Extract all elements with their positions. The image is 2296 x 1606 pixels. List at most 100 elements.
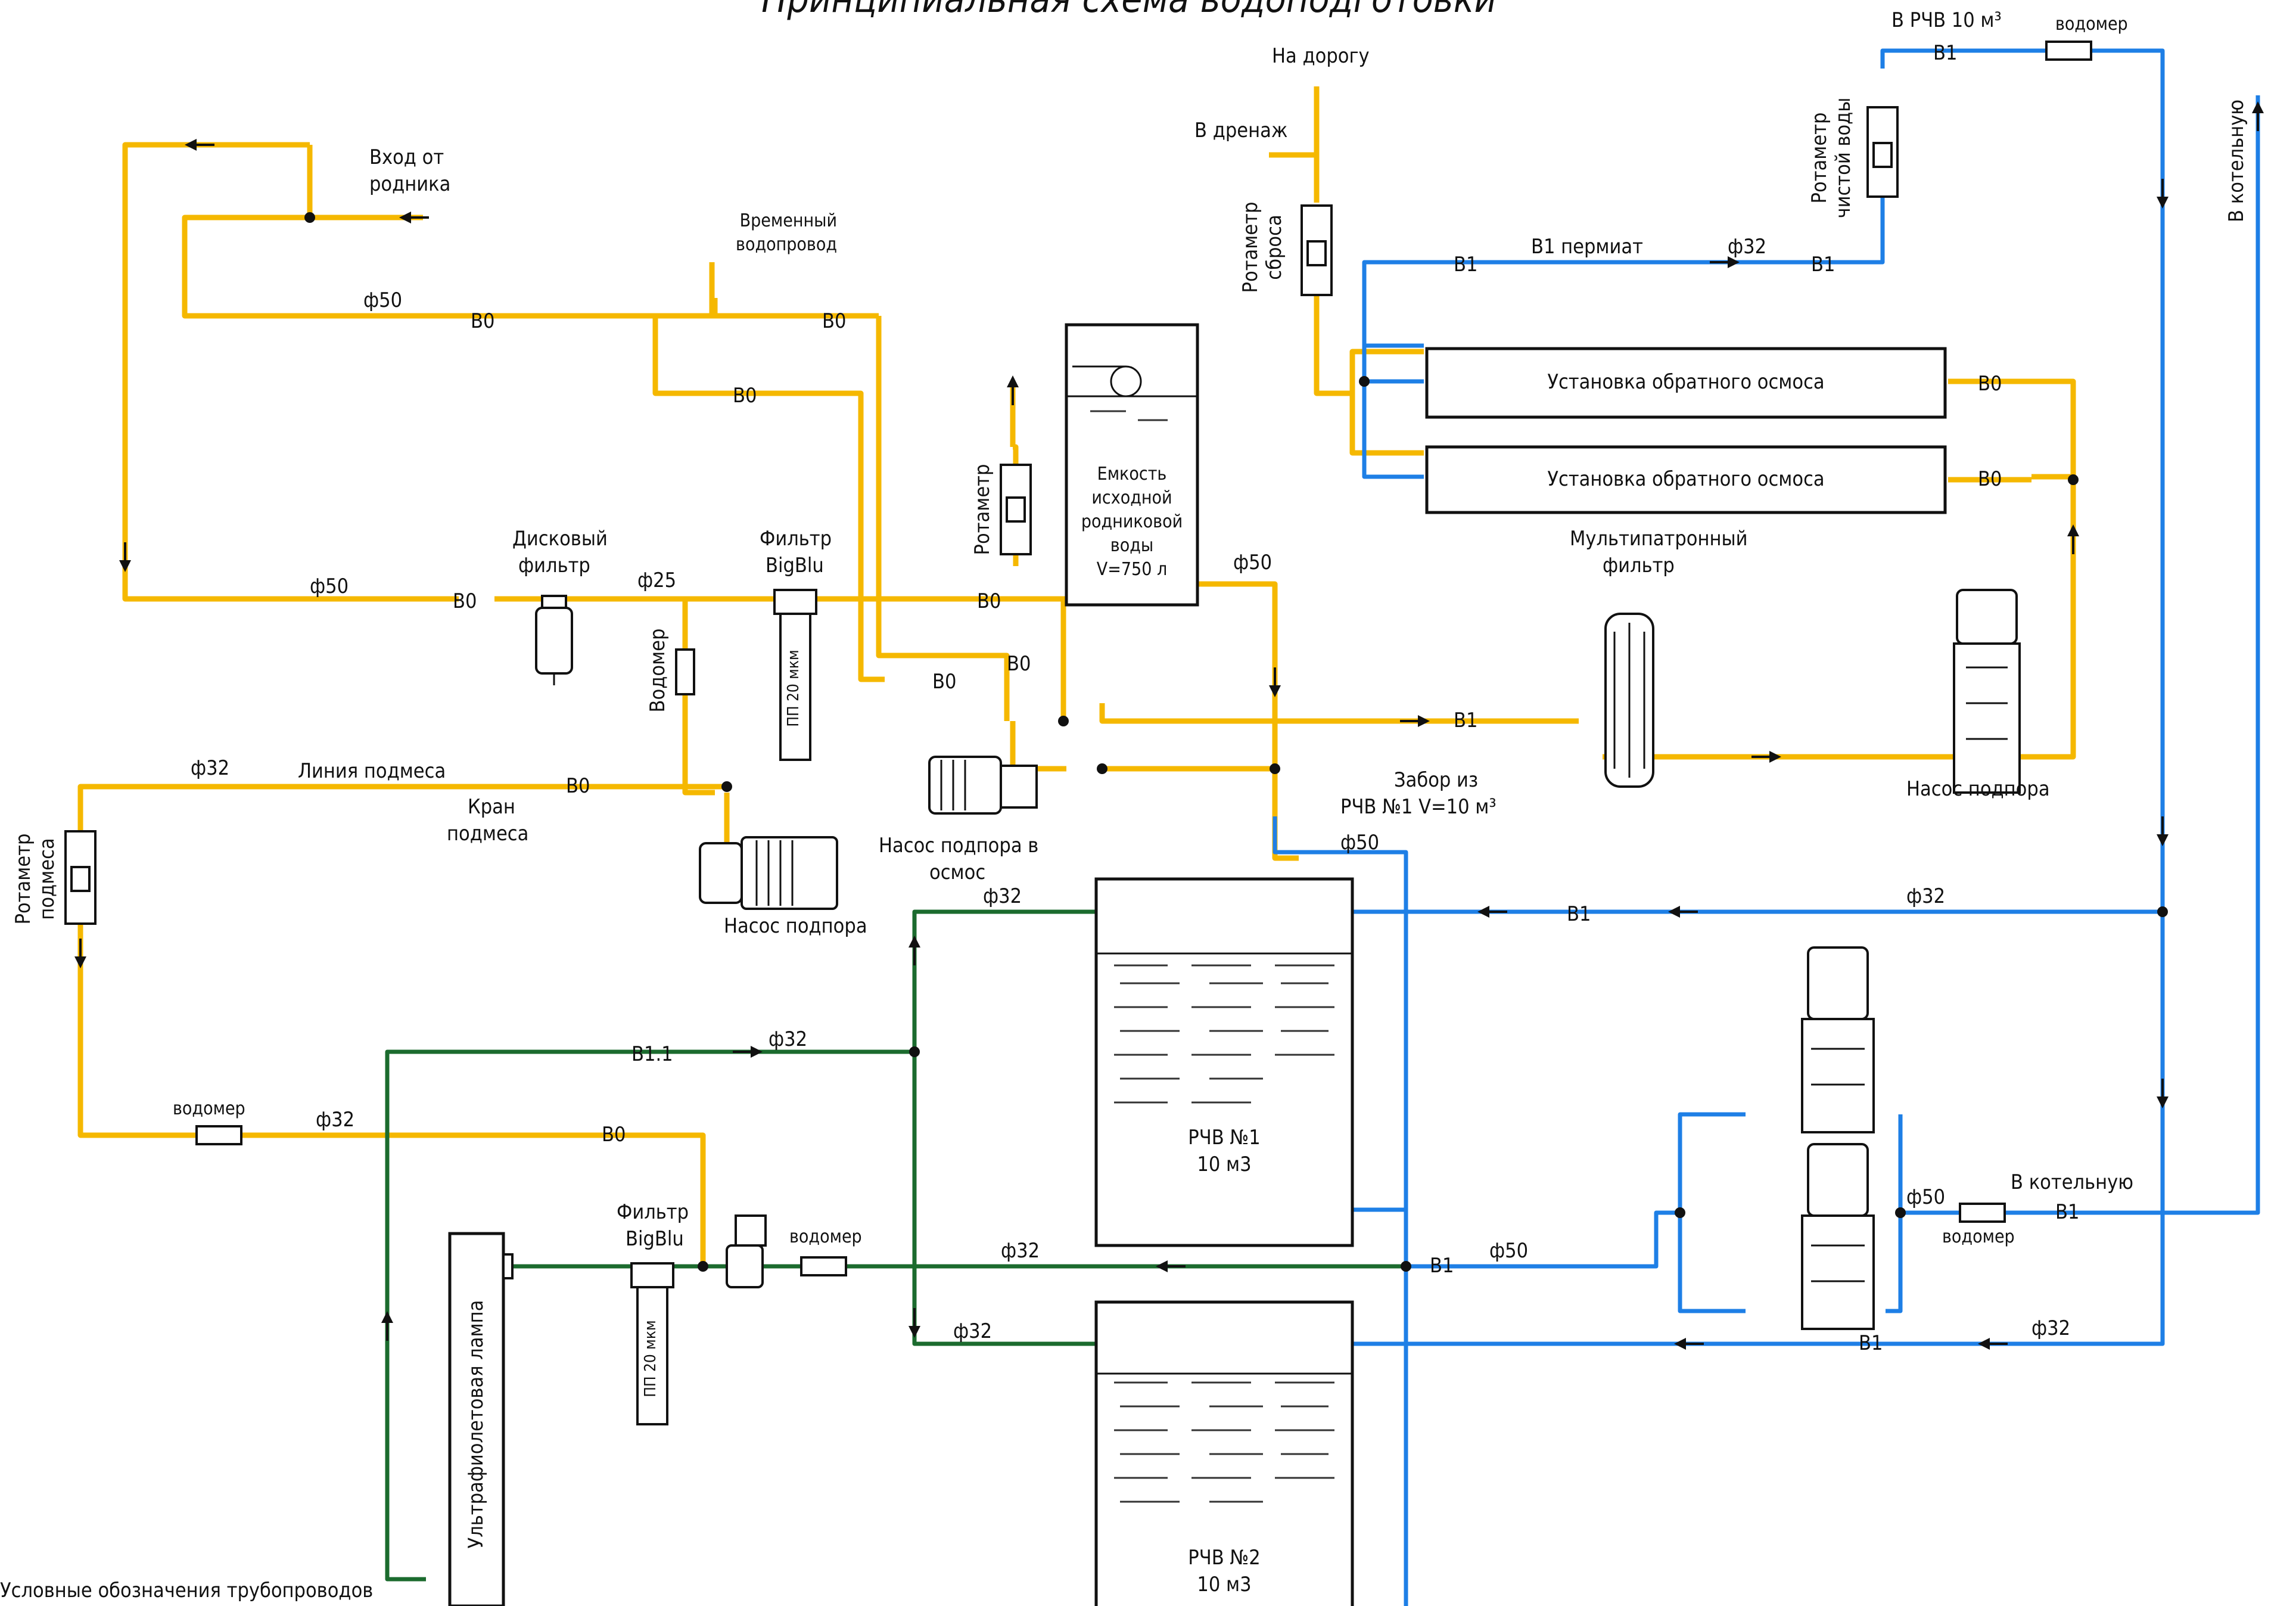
code-b0-c: В0: [733, 384, 757, 408]
diam-d25: ф25: [637, 569, 676, 592]
rot-clean-label-1: Ротаметр: [1807, 113, 1831, 204]
labels: Вход от родника Временный водопровод На …: [0, 8, 2248, 1602]
code-b1-b: В1: [1811, 253, 1835, 277]
diam-d32-g: ф32: [1001, 1239, 1040, 1263]
code-b0-i: В0: [602, 1123, 626, 1147]
ro-unit-1-label: Установка обратного осмоса: [1547, 370, 1824, 394]
diam-d32-a: ф32: [1728, 235, 1766, 259]
cartridge-label-top: ПП 20 мкм: [785, 650, 802, 726]
code-b1-d: В1: [1454, 709, 1477, 732]
rchv2-label-1: РЧВ №2: [1188, 1546, 1260, 1570]
diam-d32-e: ф32: [769, 1027, 807, 1051]
source-label-2: родника: [369, 172, 450, 196]
disc-filter-label-1: Дисковый: [512, 527, 608, 551]
source-label-1: Вход от: [369, 145, 444, 169]
rot-mix-label-2: подмеса: [35, 838, 59, 920]
code-b0-h: В0: [566, 774, 590, 798]
disc-filter-label-2: фильтр: [518, 554, 590, 577]
rchv1-label-2: 10 м3: [1197, 1153, 1251, 1176]
temp-supply-label-1: Временный: [740, 210, 837, 231]
code-b1-a: В1: [1454, 253, 1477, 277]
bigblu-filter-bottom: ПП 20 мкм: [630, 1262, 674, 1425]
permeate-label: В1 пермиат: [1531, 235, 1643, 259]
rchv-tanks: РЧВ №1 10 м3 РЧВ №2 10 м3: [1094, 877, 1354, 1606]
diam-d50-a: ф50: [363, 288, 402, 312]
temp-supply-label-2: водопровод: [736, 234, 837, 255]
code-b0-d: В0: [453, 589, 477, 613]
code-b1-h: В1: [1859, 1331, 1883, 1355]
diam-d50-b: ф50: [310, 574, 349, 598]
diam-d32-f: ф32: [316, 1108, 354, 1132]
legend-title: Условные обозначения трубопроводов: [0, 1579, 373, 1602]
diam-d50-e: ф50: [1906, 1185, 1945, 1209]
bigblu-bottom-label-2: BigBlu: [626, 1227, 684, 1251]
rot-drop-label-1: Ротаметр: [1239, 202, 1262, 293]
tank-label-2: исходной: [1091, 487, 1172, 508]
reverse-osmosis-units: Установка обратного осмоса Установка обр…: [1425, 347, 1947, 514]
pumps: [699, 589, 2021, 1330]
diam-d32-b: ф32: [191, 756, 229, 780]
source-water-tank: Емкость исходной родниковой воды V=750 л: [1065, 323, 1199, 607]
mix-valve-label-2: подмеса: [447, 822, 528, 846]
to-boiler-label: В котельную: [2011, 1170, 2133, 1194]
meter-label-boiler: водомер: [1942, 1226, 2015, 1247]
code-b0-k: В0: [1978, 467, 2002, 491]
code-b0-a: В0: [471, 309, 494, 333]
multi-cartridge-filter: [1604, 613, 1654, 788]
drain-label: В дренаж: [1194, 119, 1287, 142]
cartridge-label-bottom: ПП 20 мкм: [642, 1320, 659, 1397]
diam-d50-d: ф50: [1489, 1239, 1528, 1263]
diam-d32-i: ф32: [2031, 1316, 2070, 1340]
tank-label-4: воды: [1110, 535, 1153, 556]
vodomer-vertical-label: Водомер: [646, 629, 670, 713]
tank-label-5: V=750 л: [1097, 559, 1167, 580]
code-b1-g: В1: [2055, 1200, 2079, 1224]
meter-label-mix: водомер: [173, 1098, 245, 1119]
road-label: На дорогу: [1272, 44, 1370, 68]
code-b1-e: В1: [1567, 902, 1591, 926]
bigblu-top-label-1: Фильтр: [760, 527, 832, 551]
rot-clean-label-2: чистой воды: [1831, 98, 1855, 219]
mix-valve-label-1: Кран: [468, 795, 515, 819]
intake-label-1: Забор из: [1394, 768, 1478, 792]
mix-line-label: Линия подмеса: [298, 759, 446, 783]
booster-pump-left-label: Насос подпора: [724, 914, 867, 938]
uv-lamp-label: Ультрафиолетовая лампа: [464, 1300, 488, 1549]
osmosis-pump-label-2: осмос: [929, 861, 985, 884]
uv-lamp: Ультрафиолетовая лампа: [448, 1232, 514, 1606]
code-b11: В1.1: [631, 1042, 673, 1066]
rot-mix-label-1: Ротаметр: [11, 834, 35, 925]
scheme-title: Принципиальная схема водоподготовки: [761, 0, 1497, 21]
diam-d32-c: ф32: [983, 884, 1022, 908]
rotameters: [64, 41, 2092, 1276]
rot-drop-label-2: сброса: [1262, 215, 1286, 279]
code-b1-f: В1: [1430, 1254, 1454, 1278]
code-b0-j: В0: [1978, 372, 2002, 396]
meter-label-uv: водомер: [789, 1226, 862, 1247]
bigblu-top-label-2: BigBlu: [766, 554, 824, 577]
diam-d32-d: ф32: [1906, 884, 1945, 908]
rchv2-label-2: 10 м3: [1197, 1573, 1251, 1596]
tank-label-3: родниковой: [1081, 511, 1183, 532]
multi-filter-label-1: Мультипатронный: [1570, 527, 1748, 551]
multi-filter-label-2: фильтр: [1603, 554, 1675, 577]
diam-d50-f: ф50: [1340, 831, 1379, 855]
disc-filter: [535, 595, 573, 685]
tank-label-1: Емкость: [1097, 464, 1167, 484]
flow-arrows: [74, 101, 2264, 1350]
diam-d32-h: ф32: [953, 1319, 992, 1343]
bigblu-filter-top: ПП 20 мкм: [773, 589, 817, 761]
osmosis-pump-label-1: Насос подпора в: [879, 834, 1038, 858]
bigblu-bottom-label-1: Фильтр: [617, 1200, 689, 1224]
boiler-vertical-label: В котельную: [2225, 100, 2248, 222]
code-b0-g: В0: [932, 670, 956, 694]
code-b0-b: В0: [822, 309, 846, 333]
ro-unit-2-label: Установка обратного осмоса: [1547, 467, 1824, 491]
diam-d50-c: ф50: [1233, 551, 1272, 574]
rotameter-tank-label: Ротаметр: [970, 464, 994, 555]
booster-pump-right-label: Насос подпора: [1906, 777, 2050, 801]
code-b1-c: В1: [1933, 41, 1957, 65]
code-b0-e: В0: [977, 589, 1001, 613]
intake-label-2: РЧВ №1 V=10 м³: [1340, 795, 1497, 819]
